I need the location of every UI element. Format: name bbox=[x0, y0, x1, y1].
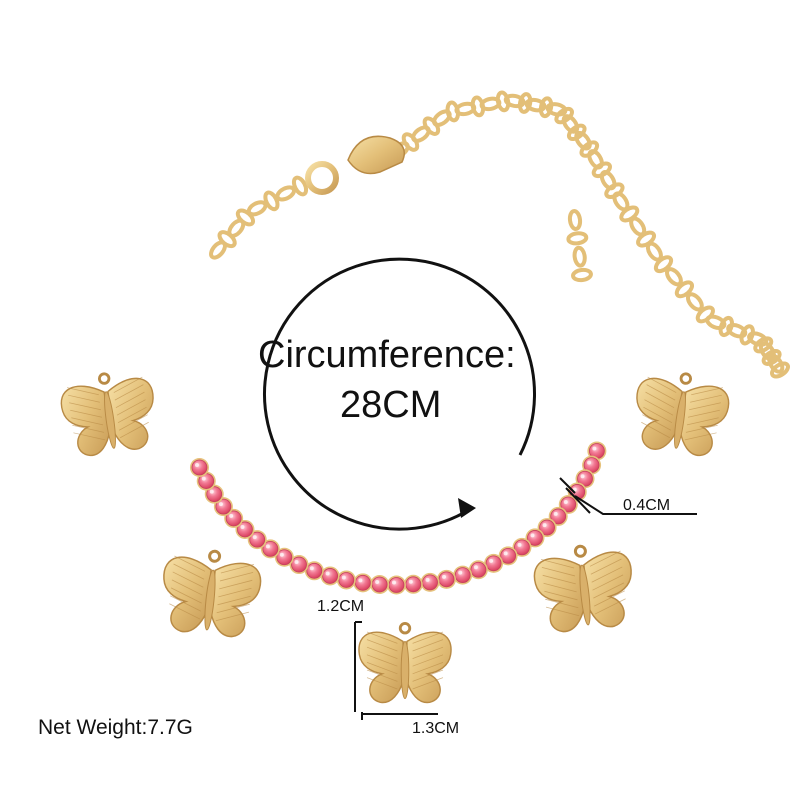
circumference-label: Circumference: bbox=[258, 334, 516, 376]
chain-link bbox=[770, 361, 790, 379]
chain-link bbox=[718, 315, 734, 338]
dimension-lines bbox=[354, 477, 697, 720]
pink-stone bbox=[422, 574, 438, 591]
charm-width-label: 1.3CM bbox=[412, 720, 460, 737]
pink-stone bbox=[354, 574, 371, 591]
stone-sparkle bbox=[201, 476, 206, 481]
stone-sparkle bbox=[229, 513, 234, 518]
chain-link bbox=[566, 231, 589, 246]
chain-link bbox=[538, 96, 554, 119]
stone-sparkle bbox=[309, 566, 314, 571]
chain-link bbox=[524, 97, 547, 113]
stone-sparkle bbox=[325, 571, 330, 576]
charm-height-label: 1.2CM bbox=[317, 598, 365, 615]
chain-link bbox=[554, 106, 574, 125]
stone-sparkle bbox=[503, 551, 508, 556]
chain-link bbox=[739, 324, 755, 346]
chain-link bbox=[217, 230, 237, 249]
chain-link bbox=[665, 267, 683, 287]
chain-link bbox=[753, 336, 774, 354]
chain-link bbox=[653, 255, 674, 274]
chain-link bbox=[726, 322, 748, 339]
stone-sparkle bbox=[473, 565, 478, 570]
stone-sparkle bbox=[375, 580, 380, 585]
stone-sparkle bbox=[391, 580, 396, 585]
stone-sparkle bbox=[563, 500, 568, 505]
stone-sparkle bbox=[489, 558, 494, 563]
chain-link bbox=[503, 93, 526, 109]
stone-sparkle bbox=[530, 533, 535, 538]
chain-link bbox=[574, 130, 592, 151]
stone-sparkle bbox=[294, 560, 299, 565]
pink-stone bbox=[291, 556, 307, 573]
pink-stone bbox=[438, 571, 455, 588]
chain-link bbox=[263, 190, 280, 212]
pink-stone bbox=[306, 562, 323, 579]
stone-sparkle bbox=[252, 535, 257, 540]
pink-stone bbox=[500, 547, 517, 564]
stone-sparkle bbox=[542, 523, 547, 528]
stone-sparkle bbox=[580, 474, 585, 479]
stone-sparkle bbox=[517, 542, 522, 547]
circumference-arrow bbox=[263, 257, 536, 531]
stone-sparkle bbox=[592, 446, 597, 451]
pink-stone bbox=[338, 572, 355, 588]
stone-sparkle bbox=[194, 463, 199, 468]
chain-link bbox=[758, 341, 776, 362]
pink-stone bbox=[454, 567, 471, 584]
chain-link bbox=[572, 245, 587, 268]
butterfly-icon bbox=[163, 549, 262, 638]
circumference-value: 28CM bbox=[340, 384, 442, 426]
butterfly-icon bbox=[60, 372, 154, 457]
stone-sparkle bbox=[425, 577, 430, 582]
stone-width-label: 0.4CM bbox=[623, 497, 671, 514]
stone-sparkle bbox=[587, 460, 592, 465]
stone-sparkle bbox=[240, 524, 245, 529]
lobster-clasp-icon bbox=[305, 135, 405, 195]
chain-link bbox=[567, 209, 583, 231]
butterfly-icon bbox=[358, 622, 452, 704]
pink-stone bbox=[191, 459, 208, 476]
stone-sparkle bbox=[442, 574, 447, 579]
butterfly-icon bbox=[533, 544, 632, 633]
stone-sparkle bbox=[209, 489, 214, 494]
pink-stone bbox=[371, 576, 388, 593]
stone-sparkle bbox=[218, 502, 223, 507]
butterfly-icon bbox=[636, 372, 730, 457]
stone-sparkle bbox=[265, 544, 270, 549]
stone-sparkle bbox=[279, 552, 284, 557]
chain-link bbox=[767, 353, 785, 374]
pink-stone bbox=[322, 568, 339, 584]
pink-stone bbox=[388, 577, 405, 593]
chain-link bbox=[517, 92, 533, 114]
chain-link bbox=[275, 185, 297, 202]
arrow-right-icon bbox=[458, 498, 476, 518]
pink-rhinestone-strand bbox=[189, 441, 607, 595]
chain-link bbox=[561, 114, 580, 134]
chain-link bbox=[761, 348, 782, 366]
chain-link bbox=[685, 292, 704, 312]
stone-sparkle bbox=[553, 511, 558, 516]
pink-stone bbox=[485, 555, 502, 572]
chain-link bbox=[566, 123, 587, 142]
chain-link bbox=[291, 175, 309, 197]
net-weight-label: Net Weight:7.7G bbox=[38, 716, 193, 739]
chain-link bbox=[571, 267, 593, 283]
chain-link bbox=[705, 314, 727, 331]
pink-stone bbox=[405, 576, 422, 593]
stone-sparkle bbox=[358, 578, 363, 583]
stone-sparkle bbox=[408, 579, 413, 584]
chain-link bbox=[246, 200, 268, 217]
chain-link bbox=[235, 208, 256, 227]
stone-sparkle bbox=[341, 575, 346, 580]
butterfly-charms bbox=[60, 372, 730, 704]
chain-link bbox=[674, 280, 695, 299]
stone-sparkle bbox=[458, 570, 463, 575]
pink-stone bbox=[470, 561, 487, 578]
